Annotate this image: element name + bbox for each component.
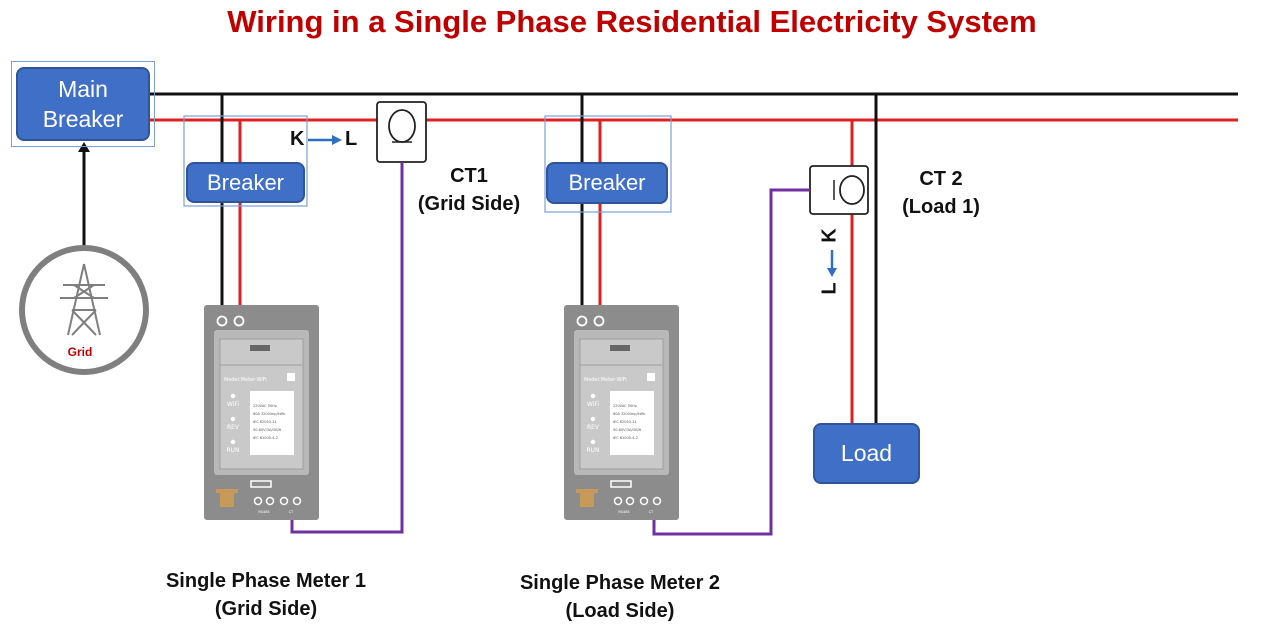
transmission-tower-icon xyxy=(60,263,108,336)
meter2-spec-4: 50-60V/3A/GB/6 xyxy=(613,428,641,432)
diagram-title: Wiring in a Single Phase Residential Ele… xyxy=(227,4,1037,39)
breaker1-frame xyxy=(183,115,308,207)
meter1-logo xyxy=(287,373,295,381)
grid-label: Grid xyxy=(68,345,93,359)
meter2-rev-led xyxy=(590,416,596,422)
meter2-spec-label xyxy=(610,391,654,455)
ct1-l-label: L xyxy=(345,128,358,150)
meter1-caption-line2: (Grid Side) xyxy=(214,598,318,620)
meter2-live-terminal xyxy=(593,315,605,327)
meter2-spec-2: 60A 3200imp/kWh xyxy=(613,412,645,416)
ct1-caption: CT1 (Grid Side) xyxy=(408,162,530,218)
meter2-wifi-led xyxy=(590,393,596,399)
breaker2-label: Breaker xyxy=(568,170,646,195)
ct1-caption-line2: (Grid Side) xyxy=(417,193,521,215)
meter1-run-label: RUN xyxy=(226,447,239,454)
meter1-spec-1: 220VAC 50Hz xyxy=(253,404,277,408)
meter1-spec-2: 60A 3200imp/kWh xyxy=(253,412,285,416)
main-breaker: Main Breaker xyxy=(16,67,150,141)
load: Load xyxy=(813,423,920,484)
load-label: Load xyxy=(840,440,893,466)
meter1-model: Model:Meter-WiFi xyxy=(224,377,267,383)
meter1-rev-led xyxy=(230,416,236,422)
meter1-live-terminal xyxy=(233,315,245,327)
meter1-wifi-led xyxy=(230,393,236,399)
meter2-ct-label: CT xyxy=(649,510,654,514)
meter1-antenna-port xyxy=(220,491,234,507)
meter1-spec-3: IEC 62053-21 xyxy=(253,420,277,424)
meter2-spec-3: IEC 62053-21 xyxy=(613,420,637,424)
meter2-caption-line1: Single Phase Meter 2 xyxy=(519,572,721,594)
ct2-arrowhead xyxy=(827,268,837,277)
ct2-caption-line2: (Load 1) xyxy=(902,196,980,218)
meter1-caption-line1: Single Phase Meter 1 xyxy=(165,570,367,592)
meter2-caption-line2: (Load Side) xyxy=(565,600,675,622)
meter1-run-led xyxy=(230,439,236,445)
grid-symbol: Grid xyxy=(19,245,149,375)
ct2-clamp xyxy=(809,165,869,215)
meter2-rs485-label: RS485 xyxy=(618,510,629,514)
grid-feed-arrow xyxy=(78,142,90,152)
meter2-neutral-terminal xyxy=(576,315,588,327)
meter2-run-led xyxy=(590,439,596,445)
meter2-rev-label: REV xyxy=(587,424,600,431)
meter2-run-label: RUN xyxy=(586,447,599,454)
meter2-wifi-label: WiFi xyxy=(587,401,599,408)
main-breaker-frame xyxy=(11,61,155,147)
meter2-caption: Single Phase Meter 2 (Load Side) xyxy=(494,569,746,625)
breaker2: Breaker xyxy=(546,162,668,204)
breaker1-label: Breaker xyxy=(206,169,285,195)
meter1-neutral-terminal xyxy=(216,315,228,327)
main-breaker-line2: Breaker xyxy=(42,106,124,132)
ct1-wire xyxy=(290,162,404,534)
meter1-wifi-label: WiFi xyxy=(227,401,239,408)
ct2-wire xyxy=(652,188,810,536)
breaker2-frame xyxy=(544,115,672,213)
meter2-antenna-port xyxy=(580,491,594,507)
ct2-l-label: L xyxy=(818,282,841,295)
meter2-spec-1: 220VAC 50Hz xyxy=(613,404,637,408)
main-breaker-line1: Main xyxy=(58,76,108,102)
meter1-spec-label xyxy=(250,391,294,455)
ct1-clamp xyxy=(376,101,427,163)
meter1-rev-label: REV xyxy=(227,424,240,431)
ct2-caption: CT 2 (Load 1) xyxy=(886,165,996,221)
meter2-spec-5: IEC 61000-4-2 xyxy=(613,436,638,440)
meter1: Model:Meter-WiFi WiFi REV RUN 220VAC 50H… xyxy=(204,305,319,520)
ct2-caption-line1: CT 2 xyxy=(919,168,963,190)
breaker1: Breaker xyxy=(186,162,305,203)
meter1-caption: Single Phase Meter 1 (Grid Side) xyxy=(140,567,392,623)
meter2-logo xyxy=(647,373,655,381)
meter1-spec-4: 50-60V/3A/GB/6 xyxy=(253,428,281,432)
ct1-caption-line1: CT1 xyxy=(450,165,488,187)
ct1-arrowhead xyxy=(332,135,342,145)
meter2: Model:Meter-WiFi WiFi REV RUN 220VAC 50H… xyxy=(564,305,679,520)
ct1-k-label: K xyxy=(290,128,305,150)
ct2-k-label: K xyxy=(818,228,841,243)
meter1-rs485-label: RS485 xyxy=(258,510,269,514)
meter2-model: Model:Meter-WiFi xyxy=(584,377,627,383)
meter1-spec-5: IEC 61000-4-2 xyxy=(253,436,278,440)
meter1-ct-label: CT xyxy=(289,510,294,514)
